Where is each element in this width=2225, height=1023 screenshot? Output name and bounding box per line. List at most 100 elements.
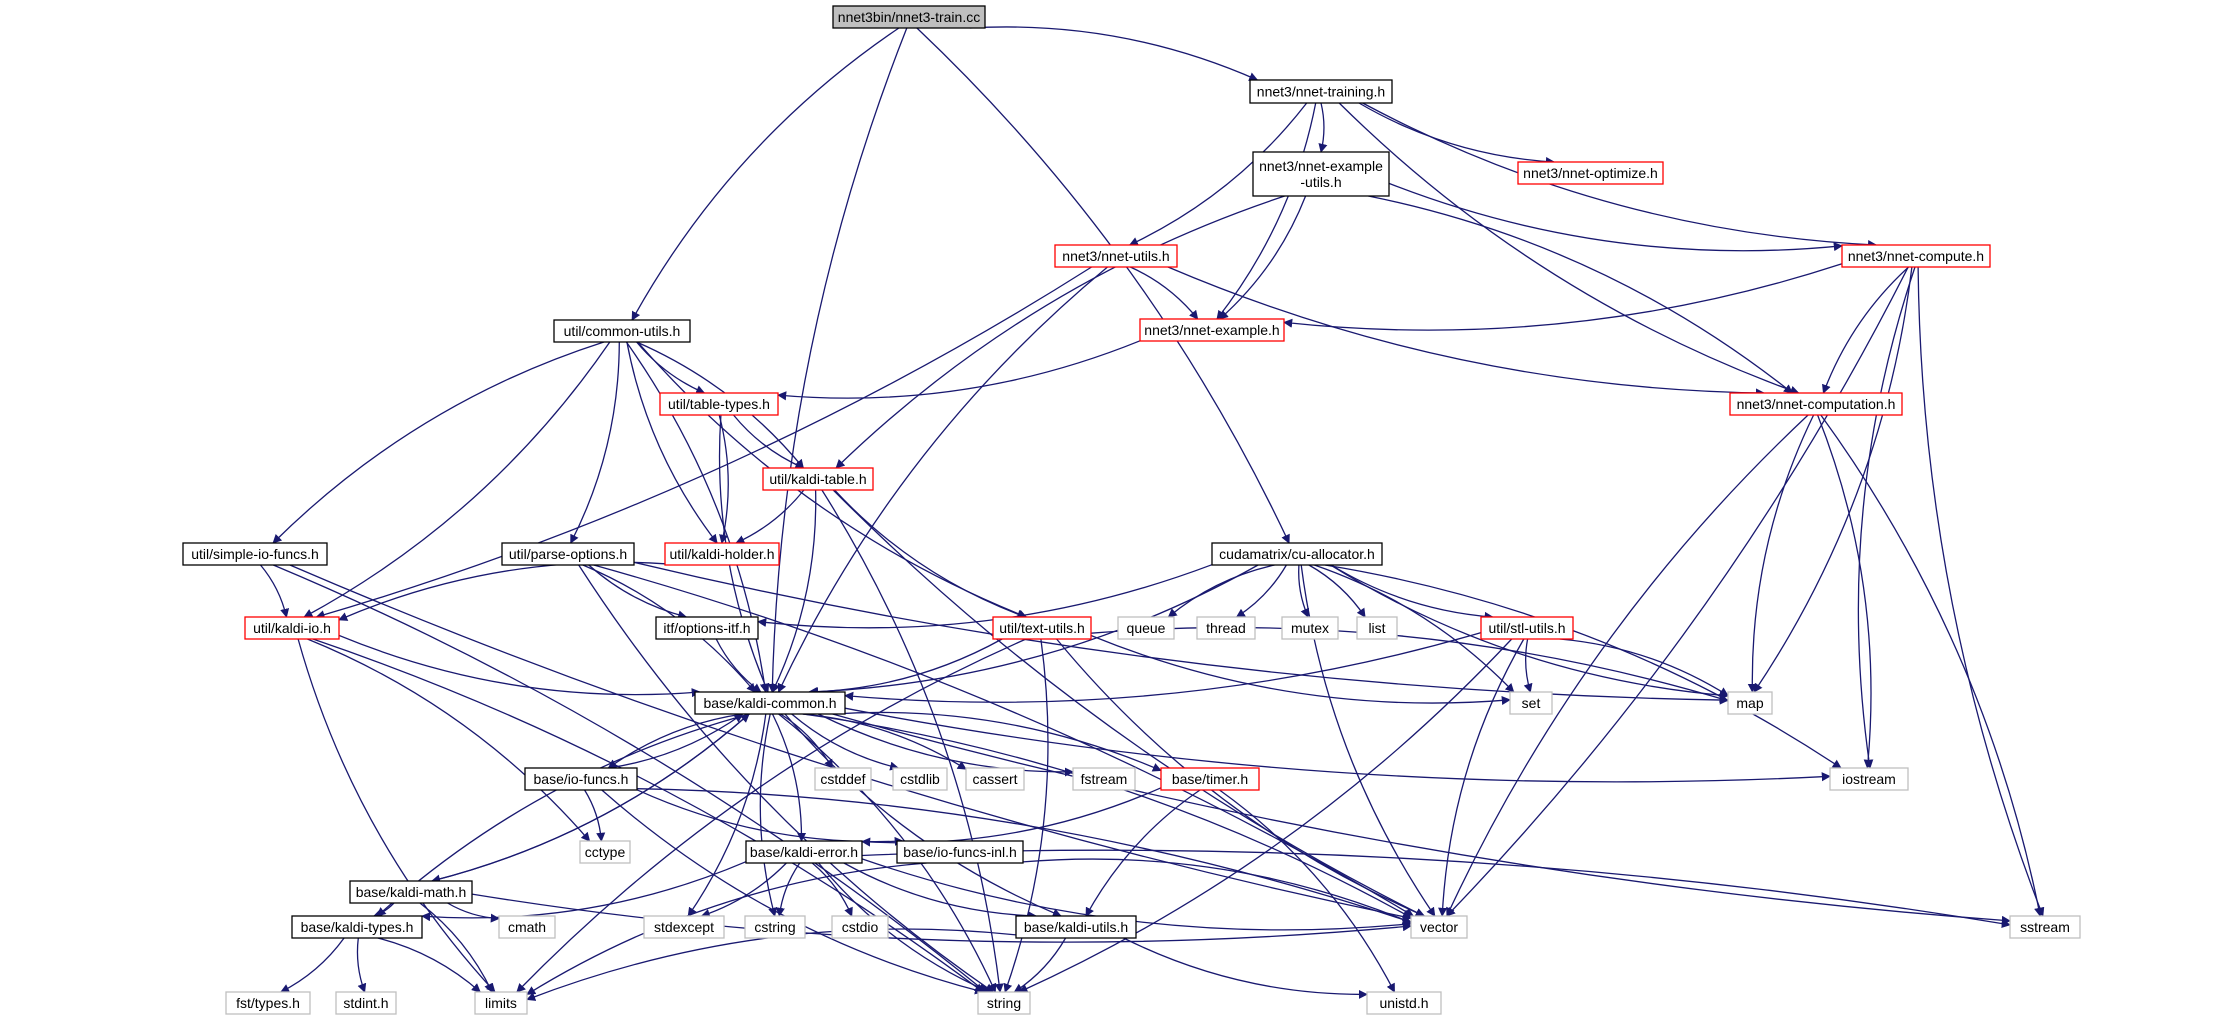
- edge-kaldi_common-to-cstdlib: [791, 713, 900, 771]
- edge-kaldi_io-to-cctype: [307, 638, 591, 842]
- edge-simple_io-to-kaldi_io: [260, 564, 290, 618]
- node-label: base/kaldi-types.h: [301, 919, 414, 935]
- node-stl-utils[interactable]: util/stl-utils.h: [1480, 616, 1574, 640]
- node-cstdlib: cstdlib: [892, 767, 948, 791]
- node-simple-io[interactable]: util/simple-io-funcs.h: [182, 542, 328, 566]
- node-timer[interactable]: base/timer.h: [1160, 767, 1260, 791]
- node-kaldi-types[interactable]: base/kaldi-types.h: [291, 915, 423, 939]
- edge-root-to-kaldi_common: [767, 27, 908, 693]
- node-box: [762, 467, 874, 491]
- node-kaldi-table[interactable]: util/kaldi-table.h: [762, 467, 874, 491]
- edge-kaldi_table-to-text_utils: [834, 489, 1027, 619]
- node-box: [1480, 616, 1574, 640]
- node-label: cstdio: [842, 919, 879, 935]
- node-nnet-utils[interactable]: nnet3/nnet-utils.h: [1054, 244, 1178, 268]
- edge-root-to-cu_allocator: [916, 27, 1290, 544]
- node-parse-options[interactable]: util/parse-options.h: [501, 542, 635, 566]
- node-label: base/timer.h: [1172, 771, 1248, 787]
- node-training[interactable]: nnet3/nnet-training.h: [1249, 79, 1393, 104]
- edge-kaldi_table-to-string: [821, 489, 1004, 993]
- edge-kaldi_common-to-iostream: [844, 707, 1831, 783]
- node-box: [744, 915, 806, 939]
- edge-root-to-common_utils: [631, 27, 900, 321]
- node-label: vector: [1420, 919, 1458, 935]
- node-root[interactable]: nnet3bin/nnet3-train.cc: [832, 5, 986, 29]
- node-box: [1356, 616, 1398, 640]
- node-nnet-compute[interactable]: nnet3/nnet-compute.h: [1841, 244, 1991, 268]
- node-label: nnet3/nnet-computation.h: [1737, 396, 1896, 412]
- node-nnet-computation[interactable]: nnet3/nnet-computation.h: [1729, 392, 1903, 416]
- node-optimize[interactable]: nnet3/nnet-optimize.h: [1517, 161, 1664, 185]
- edge-kaldi_types-to-fst_types: [280, 937, 345, 993]
- node-kaldi-io[interactable]: util/kaldi-io.h: [244, 616, 340, 640]
- node-box: [1366, 991, 1442, 1015]
- edge-kaldi_types-to-stdint: [356, 937, 367, 993]
- edge-cu_allocator-to-stl_utils: [1330, 564, 1494, 621]
- node-unistd: unistd.h: [1366, 991, 1442, 1015]
- node-example-utils[interactable]: nnet3/nnet-example-utils.h: [1252, 151, 1390, 197]
- edge-common_utils-to-kaldi_io: [303, 341, 611, 618]
- node-box: [892, 767, 948, 791]
- node-box: [1054, 244, 1178, 268]
- node-box: [694, 691, 846, 715]
- edge-stl_utils-to-set: [1523, 638, 1533, 693]
- node-box: [659, 392, 779, 416]
- node-label: stdint.h: [343, 995, 388, 1011]
- node-nnet-example[interactable]: nnet3/nnet-example.h: [1139, 318, 1285, 342]
- node-label: iostream: [1842, 771, 1896, 787]
- edge-kaldi_table-to-kaldi_common: [771, 489, 817, 693]
- edge-kaldi_io-to-kaldi_common: [338, 634, 701, 698]
- node-label: thread: [1206, 620, 1246, 636]
- edge-text_utils-to-vector: [1056, 638, 1426, 917]
- node-kaldi-utils[interactable]: base/kaldi-utils.h: [1015, 915, 1137, 939]
- edge-kaldi_common-to-kaldi_utils: [784, 713, 1062, 918]
- edge-kaldi_common-to-kaldi_error: [771, 713, 807, 842]
- node-kaldi-error[interactable]: base/kaldi-error.h: [745, 840, 863, 864]
- edge-stl_utils-to-map: [1559, 638, 1729, 697]
- node-cstring: cstring: [744, 915, 806, 939]
- edge-common_utils-to-kaldi_holder: [626, 341, 718, 544]
- edge-common_utils-to-table_types: [636, 341, 706, 394]
- node-options-itf[interactable]: itf/options-itf.h: [655, 616, 759, 640]
- node-label: nnet3/nnet-compute.h: [1848, 248, 1984, 264]
- node-cu-allocator[interactable]: cudamatrix/cu-allocator.h: [1211, 542, 1383, 566]
- node-string: string: [977, 991, 1031, 1015]
- node-box: [1117, 616, 1175, 640]
- edge-text_utils-to-kaldi_common: [808, 638, 1003, 697]
- node-box: [643, 915, 725, 939]
- edge-kaldi_utils-to-string: [1013, 937, 1067, 993]
- node-fst-types: fst/types.h: [225, 991, 311, 1015]
- node-list: list: [1356, 616, 1398, 640]
- edge-kaldi_error-to-cstdio: [811, 862, 853, 917]
- node-text-utils[interactable]: util/text-utils.h: [992, 616, 1092, 640]
- edge-kaldi_types-to-limits: [377, 937, 481, 993]
- node-io-funcs-inl[interactable]: base/io-funcs-inl.h: [896, 840, 1024, 864]
- edge-cu_allocator-to-mutex: [1298, 564, 1310, 618]
- edge-nnet_utils-to-kaldi_common: [777, 266, 1108, 693]
- edge-timer-to-kaldi_error: [861, 787, 1162, 847]
- edge-training-to-nnet_utils: [1128, 102, 1308, 246]
- node-kaldi-math[interactable]: base/kaldi-math.h: [349, 880, 473, 904]
- edge-options_itf-to-kaldi_common: [715, 638, 762, 693]
- node-thread: thread: [1196, 616, 1256, 640]
- node-box: [1015, 915, 1137, 939]
- node-box: [1517, 161, 1664, 185]
- edge-nnet_computation-to-iostream: [1816, 414, 1873, 769]
- node-table-types[interactable]: util/table-types.h: [659, 392, 779, 416]
- node-label: nnet3/nnet-training.h: [1257, 84, 1385, 100]
- node-kaldi-common[interactable]: base/kaldi-common.h: [694, 691, 846, 715]
- node-kaldi-holder[interactable]: util/kaldi-holder.h: [664, 542, 780, 566]
- node-common-utils[interactable]: util/common-utils.h: [553, 319, 691, 343]
- edge-nnet_compute-to-vector: [1446, 266, 1909, 917]
- node-io-funcs[interactable]: base/io-funcs.h: [524, 767, 638, 791]
- node-label: base/kaldi-utils.h: [1024, 919, 1128, 935]
- node-box: [1249, 79, 1393, 104]
- node-label: base/io-funcs.h: [534, 771, 629, 787]
- node-box: [1139, 318, 1285, 342]
- edge-nnet_example-to-table_types: [777, 340, 1141, 401]
- node-label: cmath: [508, 919, 546, 935]
- node-box: [992, 616, 1092, 640]
- nodes-layer: nnet3bin/nnet3-train.cc nnet3/nnet-traini…: [182, 5, 2081, 1015]
- node-box: [1072, 767, 1136, 791]
- node-label: -utils.h: [1300, 174, 1341, 190]
